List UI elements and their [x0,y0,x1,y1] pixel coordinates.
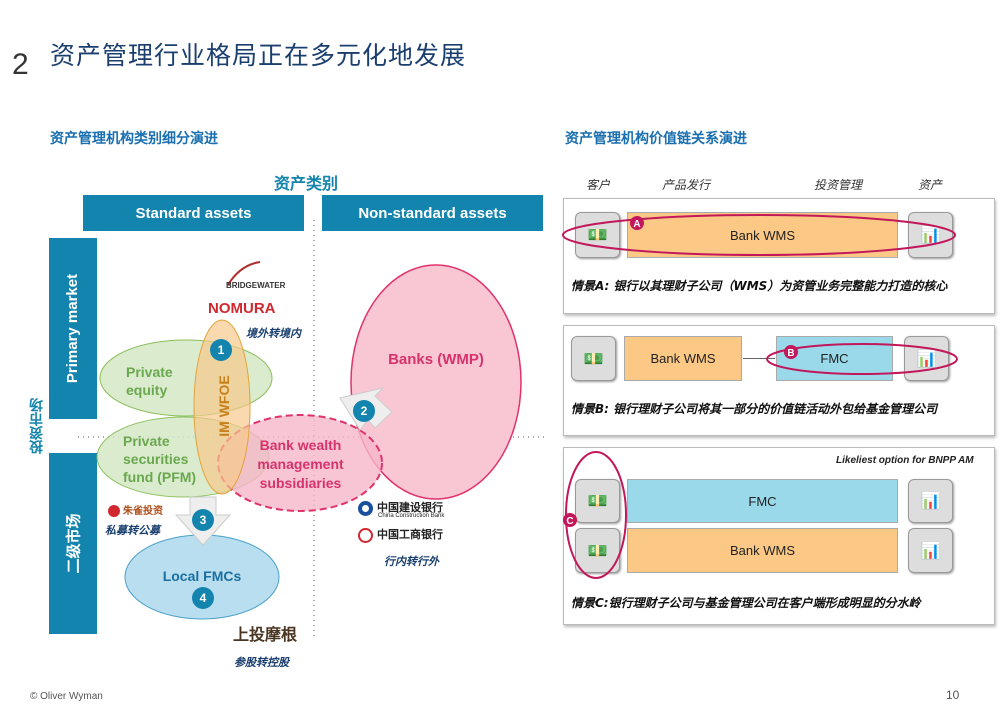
scenario-b-bank-wms-bar: Bank WMS [624,336,742,381]
asset-category-label: 资产类别 [274,174,339,193]
badge-b [784,345,798,359]
ctrm-logo: 上投摩根 [233,625,298,644]
client-money-icon: 💵 [571,336,616,381]
scenario-a-bank-wms-bar: Bank WMS [627,212,898,258]
marker-3-label: 3 [200,513,207,527]
scenario-a-highlight [562,214,956,256]
im-wfoe-bubble [193,319,251,495]
copyright: © Oliver Wyman [30,691,103,702]
nomura-logo: NOMURA [208,300,276,317]
local-fmcs-label: Local FMCs [162,568,242,584]
market-diagram: 1 2 3 4 [78,220,545,640]
page-title: 资产管理行业格局正在多元化地发展 [50,41,467,70]
scenario-a-caption: 情景A: 银行以其理财子公司（WMS）为资管业务完整能力打造的核心 [571,279,948,293]
scenario-b-caption: 情景B: 银行理财子公司将其一部分的价值链活动外包给基金管理公司 [571,402,938,416]
client-money-icon: 💵 [575,528,620,573]
ccb-english-name: China Construction Bank [378,512,445,519]
client-money-icon: 💵 [575,212,620,258]
marker-4-label: 4 [200,591,207,605]
marker-2 [353,400,375,422]
bank-wealth-label: Bank wealth management subsidiaries [257,437,344,491]
left-subtitle: 资产管理机构类别细分演进 [50,131,218,147]
scenario-c-fmc-bar: FMC [627,479,898,523]
badge-a [630,216,644,230]
bridgewater-logo-arc [227,261,261,286]
client-money-icon: 💵 [575,479,620,523]
column-investment-management: 投资管理 [814,178,863,192]
scenario-c-highlight [565,451,627,579]
column-client: 客户 [586,178,611,192]
right-subtitle: 资产管理机构价值链关系演进 [565,131,747,147]
likeliest-option-note: Likeliest option for BNPP AM [836,455,974,466]
private-to-public-annotation: 私募转公募 [105,524,160,537]
badge-b-label: B [787,348,794,359]
bridgewater-logo: BRIDGEWATER [226,281,286,290]
stake-to-control-annotation: 参股转控股 [234,656,289,669]
marker-2-label: 2 [361,404,368,418]
marker-3 [192,509,214,531]
asset-chart-icon: 📊 [908,479,953,523]
outsource-arrow [743,358,775,359]
private-equity-label: Private equity [126,364,173,398]
marker-4 [192,587,214,609]
scenario-highlights: A B C [562,214,958,579]
zhuque-logo: 朱雀投资 [108,502,163,518]
nonstandard-assets-header: Non-standard assets [322,195,543,231]
badge-c-label: C [566,516,573,527]
badge-a-label: A [633,219,640,230]
marker-1-label: 1 [218,343,225,357]
im-wfoe-label: IM WFOE [216,375,232,437]
asset-chart-icon: 📊 [908,212,953,258]
banks-wmp-label: Banks (WMP) [388,351,484,368]
scenario-c-bank-wms-bar: Bank WMS [627,528,898,573]
column-product-issuance: 产品发行 [662,178,711,192]
in-to-out-annotation: 行内转行外 [384,555,439,568]
icbc-logo: 中国工商银行 [358,526,443,543]
secondary-market-label: 二级市场 [49,453,97,634]
page-number: 10 [946,688,960,702]
standard-assets-header: Standard assets [83,195,304,231]
asset-chart-icon: 📊 [904,336,949,381]
step-markers [192,339,375,609]
bank-wealth-bubble [217,414,383,512]
asset-chart-icon: 📊 [908,528,953,573]
marker-1 [210,339,232,361]
badge-c [563,513,577,527]
pfm-label: Private securities fund (PFM) [123,433,197,485]
column-assets: 资产 [918,178,943,192]
banks-wmp-bubble [350,264,522,500]
scenario-c-caption: 情景C:银行理财子公司与基金管理公司在客户端形成明显的分水岭 [571,596,921,610]
offshore-annotation: 境外转境内 [246,327,301,340]
section-number: 2 [12,48,29,81]
primary-market-label: Primary market [49,238,97,419]
scenario-b-highlight [766,343,958,375]
